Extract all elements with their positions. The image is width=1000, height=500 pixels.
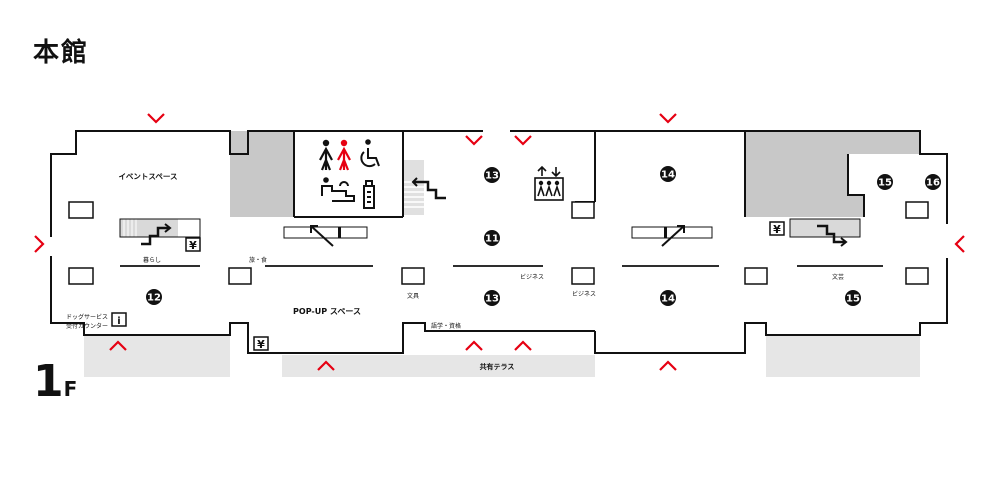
column (905, 267, 929, 285)
yen-symbol: ¥ (257, 338, 265, 351)
columns (68, 201, 929, 285)
atm-icon[interactable]: ¥ (769, 221, 785, 236)
zone-number: 11 (485, 234, 499, 245)
service-blocks (230, 131, 920, 217)
stairs-center (404, 160, 446, 215)
escalator-center (283, 225, 368, 247)
atm-icon[interactable]: ¥ (253, 336, 269, 351)
entrance-arrow-icon[interactable] (514, 135, 532, 146)
zone-number: 15 (846, 294, 860, 305)
page-title: 本館 (33, 38, 90, 68)
column (228, 267, 252, 285)
zone-badge[interactable]: 16 (925, 174, 941, 190)
escalator-left (119, 218, 201, 246)
zone-badge[interactable]: 14 (660, 290, 676, 306)
floor-unit: F (63, 377, 78, 401)
entrance-arrow-icon[interactable] (465, 340, 483, 351)
service-block-left (230, 131, 294, 217)
restroom-icon[interactable] (319, 139, 351, 171)
column (401, 267, 425, 285)
column (744, 267, 768, 285)
outdoor-areas (84, 335, 920, 377)
shelf-lines (120, 265, 883, 332)
escalator-icon (661, 225, 685, 247)
info-symbol: i (117, 316, 120, 327)
area-label-event-space: イベントスペース (118, 172, 177, 181)
zone-badge[interactable]: 12 (146, 289, 162, 305)
zone-badge[interactable]: 15 (877, 174, 893, 190)
area-label-bungu: 文具 (407, 292, 419, 300)
escalator-icon (141, 226, 170, 246)
zone-number: 15 (878, 178, 892, 189)
nursing-bottle-icon[interactable] (363, 180, 375, 209)
entrance-arrow-icon[interactable] (659, 113, 677, 124)
area-label-business-right: ビジネス (572, 290, 596, 298)
outdoor-area-left (84, 335, 230, 377)
zone-badge[interactable]: 13 (484, 290, 500, 306)
escalator-far-right (789, 218, 861, 247)
yen-symbol: ¥ (189, 239, 197, 252)
entrance-arrow-icon[interactable] (659, 360, 677, 371)
zone-number: 13 (485, 294, 499, 305)
column (68, 201, 94, 219)
area-label-tabi-shoku: 旅・食 (249, 256, 267, 264)
zone-number: 13 (485, 171, 499, 182)
service-block-right (745, 131, 920, 217)
area-label-terrace: 共有テラス (480, 362, 515, 371)
area-label-popup-space: POP-UP スペース (293, 307, 361, 316)
entrance-arrow-icon[interactable] (147, 113, 165, 124)
entrance-arrow-icon[interactable] (954, 235, 965, 253)
area-label-business: ビジネス (520, 273, 544, 281)
entrance-arrow-icon[interactable] (465, 135, 483, 146)
dog-service-label-line2: 受付カウンター (66, 322, 108, 330)
column (571, 267, 595, 285)
zone-number: 14 (661, 170, 675, 181)
entrance-arrows (34, 113, 965, 371)
elevator-icon[interactable] (534, 165, 564, 201)
escalator-icon (310, 225, 334, 247)
dog-service-label-line1: ドッグサービス (66, 313, 108, 321)
floor-number: 1 (33, 356, 64, 407)
area-label-gogaku: 語学・資格 (431, 322, 461, 330)
stairs-icon (413, 180, 446, 200)
baby-care-icon[interactable] (321, 177, 355, 202)
escalator-right (631, 225, 713, 247)
zone-number: 12 (147, 293, 161, 304)
zone-badge[interactable]: 14 (660, 166, 676, 182)
zone-badge[interactable]: 13 (484, 167, 500, 183)
zone-badge[interactable]: 15 (845, 290, 861, 306)
entrance-arrow-icon[interactable] (109, 340, 127, 351)
column (68, 267, 94, 285)
zone-number: 14 (661, 294, 675, 305)
outdoor-area-right (766, 335, 920, 377)
column (905, 201, 929, 219)
yen-symbol: ¥ (773, 223, 781, 236)
entrance-arrow-icon[interactable] (514, 340, 532, 351)
entrance-arrow-icon[interactable] (317, 360, 335, 371)
entrance-arrow-icon[interactable] (34, 235, 45, 253)
area-label-kurashi: 暮らし (143, 256, 161, 264)
atm-icon[interactable]: ¥ (185, 237, 201, 252)
terrace-area[interactable] (282, 355, 595, 377)
zone-number: 16 (926, 178, 940, 189)
escalator-icon (817, 224, 846, 244)
accessible-icon[interactable] (360, 139, 380, 168)
area-label-bungei: 文芸 (832, 273, 844, 281)
zone-badge[interactable]: 11 (484, 230, 500, 246)
info-icon[interactable]: i (111, 312, 127, 327)
column (571, 201, 595, 219)
